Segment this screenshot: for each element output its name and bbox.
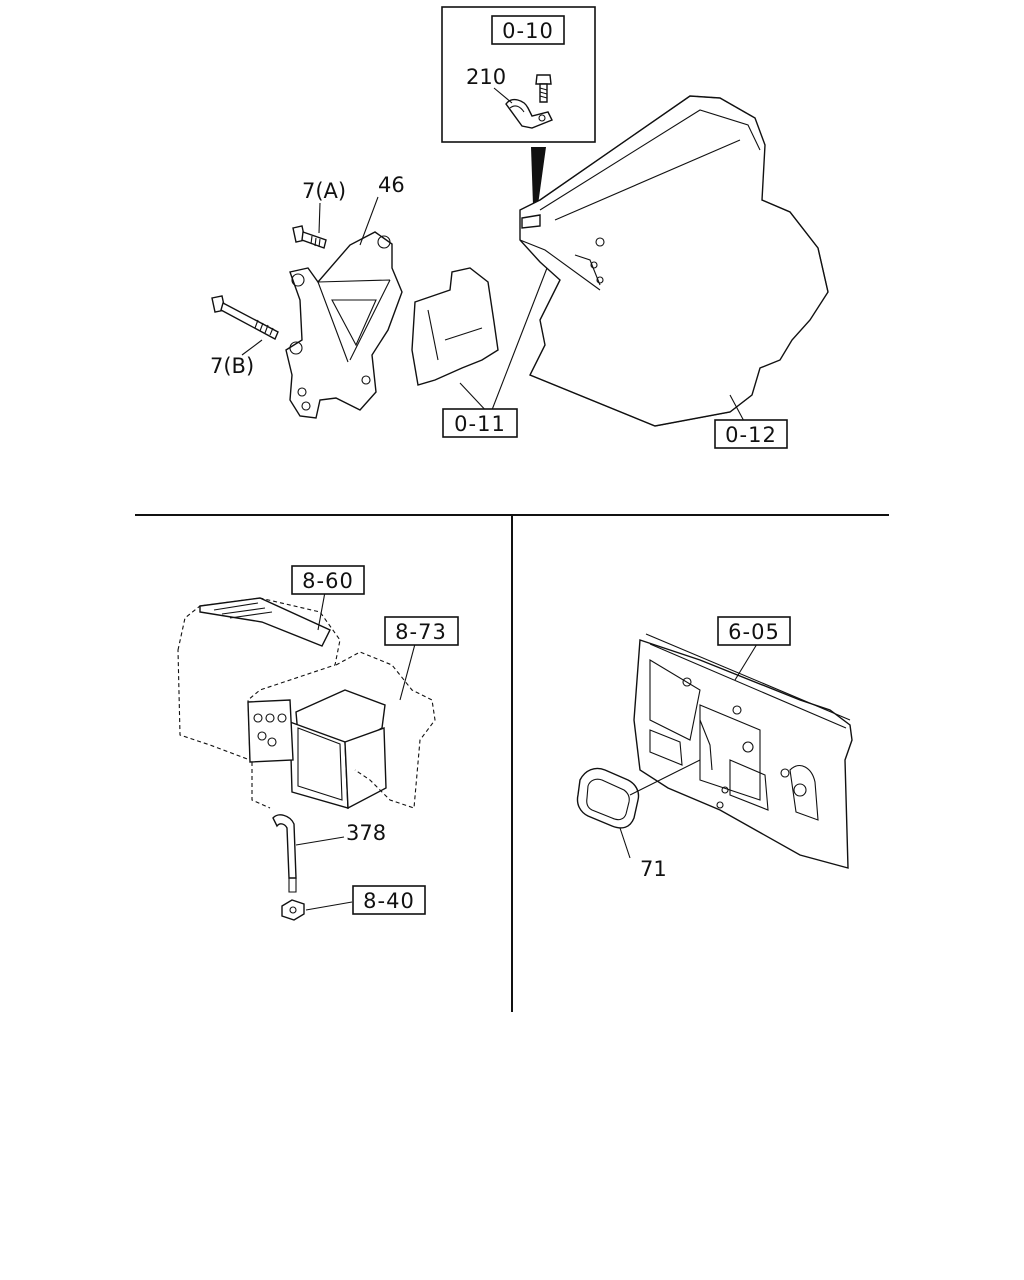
ref-box-0-12[interactable]: 0-12	[714, 419, 788, 449]
ref-8-60-label: 8-60	[302, 569, 354, 593]
ref-0-12-label: 0-12	[725, 423, 777, 447]
bolt-7a-drawing	[292, 225, 327, 249]
ref-box-8-40[interactable]: 8-40	[352, 885, 426, 915]
part-210-label: 210	[466, 65, 506, 89]
heater-unit-drawing	[177, 597, 436, 921]
inset-detail-panel	[441, 6, 596, 143]
ref-0-11-label: 0-11	[454, 412, 506, 436]
ref-box-8-60[interactable]: 8-60	[291, 565, 365, 595]
ref-6-05-label: 6-05	[728, 620, 780, 644]
bracket-drawing	[285, 231, 403, 419]
seal-drawing	[576, 767, 640, 829]
bolt-drawing	[535, 74, 552, 103]
plate-drawing	[411, 267, 499, 386]
ref-box-6-05[interactable]: 6-05	[717, 616, 791, 646]
ref-8-40-label: 8-40	[363, 889, 415, 913]
engine-drawing	[519, 95, 829, 427]
ref-0-10-label: 0-10	[502, 19, 554, 43]
pointer-arrow	[531, 147, 546, 205]
ref-8-73-label: 8-73	[395, 620, 447, 644]
part-7a-label: 7(A)	[302, 179, 346, 203]
ref-box-0-10[interactable]: 0-10	[491, 15, 565, 45]
ref-box-8-73[interactable]: 8-73	[384, 616, 459, 646]
part-46-label: 46	[378, 173, 405, 197]
dash-panel-drawing	[633, 633, 853, 869]
bolt-7b-drawing	[211, 295, 279, 340]
part-71-label: 71	[640, 857, 667, 881]
part-7b-label: 7(B)	[210, 354, 254, 378]
part-378-label: 378	[346, 821, 386, 845]
clip-drawing	[505, 98, 553, 129]
ref-box-0-11[interactable]: 0-11	[442, 408, 518, 438]
